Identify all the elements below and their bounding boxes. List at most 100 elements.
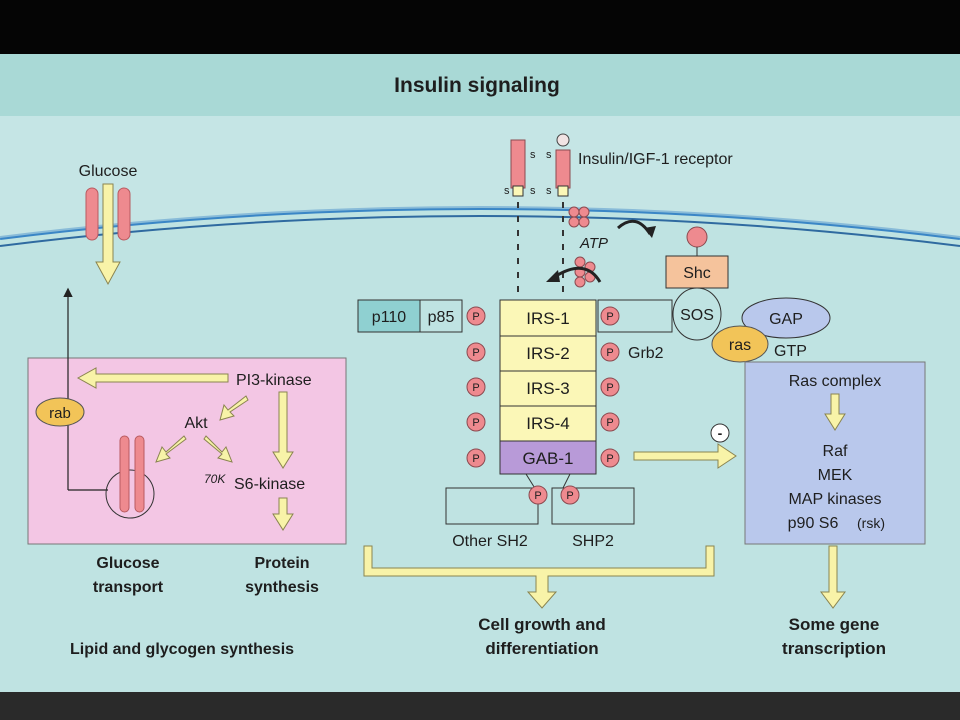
phospho-left-group xyxy=(466,306,486,468)
phospho-left-2 xyxy=(466,342,486,362)
phospho-right-4 xyxy=(600,412,620,432)
akt-to-s6-arrow xyxy=(203,435,233,463)
p110-label: p110 xyxy=(372,309,407,326)
atp-arc-left xyxy=(555,266,602,283)
atp-label: ATP xyxy=(579,235,608,252)
irs1-label: IRS-1 xyxy=(526,309,569,328)
phospho-other-sh2 xyxy=(528,485,548,505)
sos-oval xyxy=(672,287,722,341)
gtp-label: GTP xyxy=(774,343,807,360)
akt-label: Akt xyxy=(184,415,208,432)
phospho-right-1 xyxy=(600,306,620,326)
shp2-label: SHP2 xyxy=(572,533,614,550)
mek-label: MEK xyxy=(818,467,853,484)
phospho-right-3 xyxy=(600,377,620,397)
title-band xyxy=(0,54,960,116)
top-black-bar xyxy=(0,0,960,54)
s-bond-label-5: s xyxy=(546,185,552,197)
ras-complex-box xyxy=(744,361,926,545)
glucose-arrow xyxy=(95,183,121,286)
pi3k-to-s6-arrow xyxy=(272,391,294,469)
ras-complex-arrow xyxy=(824,393,846,431)
vesicle-transporter-left xyxy=(119,435,130,513)
s-bond-label-4: s xyxy=(530,185,536,197)
cell-growth-line2: differentiation xyxy=(485,639,598,658)
phospho-right-group xyxy=(600,306,620,468)
phospho-shp2 xyxy=(560,485,580,505)
other-sh2-box xyxy=(445,487,539,525)
glucose-transport-line2: transport xyxy=(93,579,164,596)
p85-label: p85 xyxy=(428,309,455,326)
glucose-label: Glucose xyxy=(79,163,138,180)
glucose-transport-line1: Glucose xyxy=(96,555,159,572)
cell-growth-line1: Cell growth and xyxy=(478,615,606,634)
phospho-right-5 xyxy=(600,448,620,468)
gab1-to-ras-arrow xyxy=(633,443,737,469)
raf-label: Raf xyxy=(823,443,848,460)
p90-label: p90 S6 xyxy=(788,515,839,532)
pi3k-to-akt-arrow xyxy=(219,395,249,421)
vesicle-transporter-right xyxy=(134,435,145,513)
map-kinases-label: MAP kinases xyxy=(788,491,881,508)
irs2-label: IRS-2 xyxy=(526,344,569,363)
irs3-label: IRS-3 xyxy=(526,379,569,398)
ras-to-gene-arrow xyxy=(820,545,846,609)
p110-box xyxy=(357,299,421,333)
grb2-label: Grb2 xyxy=(628,345,664,362)
ras-complex-label: Ras complex xyxy=(789,373,881,390)
phospho-left-1 xyxy=(466,306,486,326)
phospho-left-1-label: P xyxy=(472,311,479,323)
gap-label: GAP xyxy=(769,311,803,328)
atp-arc-right-head xyxy=(644,226,656,238)
s6-to-protein-arrow xyxy=(272,497,294,531)
cell-membrane-inner xyxy=(0,215,960,247)
phospho-left-4 xyxy=(466,412,486,432)
insulin-ligand xyxy=(556,133,570,147)
bottom-dark-bar xyxy=(0,692,960,720)
gene-line2: transcription xyxy=(782,639,886,658)
phospho-left-3-label: P xyxy=(472,382,479,394)
irs4-label: IRS-4 xyxy=(526,414,569,433)
phospho-shp2-label: P xyxy=(566,490,573,502)
sos-label: SOS xyxy=(680,307,714,324)
receptor-alpha-left xyxy=(510,139,526,189)
phospho-left-2-label: P xyxy=(472,347,479,359)
receptor-alpha-right xyxy=(555,149,571,189)
s-bond-label-1: s xyxy=(530,149,536,161)
atp-arc-left-head xyxy=(546,270,560,282)
receptor-box-1 xyxy=(512,185,524,197)
minus-label: - xyxy=(718,425,723,441)
gab1-label: GAB-1 xyxy=(522,449,573,468)
rsk-label: (rsk) xyxy=(857,515,885,531)
phospho-right-3-label: P xyxy=(606,382,613,394)
s-bond-label-2: s xyxy=(546,149,552,161)
cell-growth-bracket-arrow xyxy=(363,545,715,609)
gap-oval xyxy=(741,297,831,339)
s6kinase-label: S6-kinase xyxy=(234,476,305,493)
ras-oval xyxy=(711,325,769,363)
shc-box xyxy=(665,255,729,289)
phospho-right-1-label: P xyxy=(606,311,613,323)
phospho-left-5-label: P xyxy=(472,453,479,465)
pi3k-to-transport-arrow xyxy=(76,367,229,389)
glut-channel-right xyxy=(117,187,131,241)
phospho-other-sh2-label: P xyxy=(534,490,541,502)
protein-synthesis-line1: Protein xyxy=(254,555,309,572)
minus-symbol xyxy=(710,423,730,443)
vesicle xyxy=(105,469,155,519)
phospho-right-2 xyxy=(600,342,620,362)
pi3k-box xyxy=(27,357,347,545)
glut-channel-left xyxy=(85,187,99,241)
shc-phosphate xyxy=(686,226,708,248)
pi3kinase-label: PI3-kinase xyxy=(236,372,312,389)
phospho-left-3 xyxy=(466,377,486,397)
s-bond-label-3: s xyxy=(504,185,510,197)
phospho-left-4-label: P xyxy=(472,417,479,429)
rab-oval xyxy=(35,397,85,427)
phospho-right-2-label: P xyxy=(606,347,613,359)
protein-synthesis-line2: synthesis xyxy=(245,579,319,596)
phospho-right-5-label: P xyxy=(606,453,613,465)
akt-left-arrow xyxy=(155,435,187,463)
